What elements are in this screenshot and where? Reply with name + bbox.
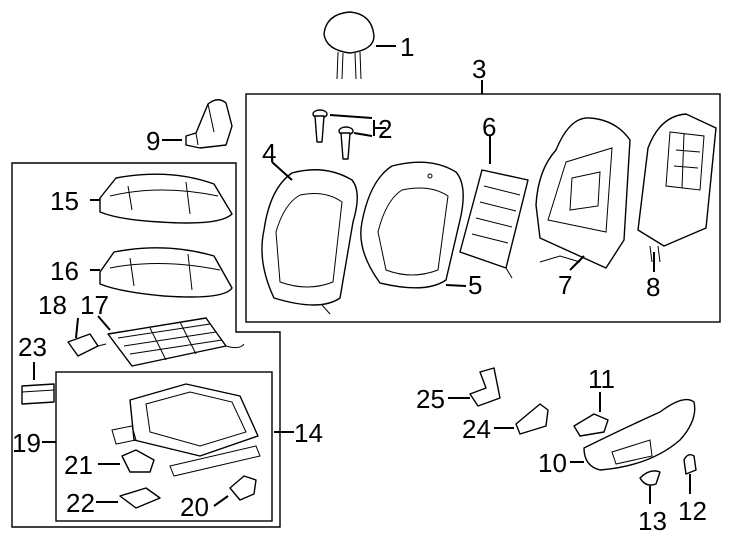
cushion-group-box: [11, 162, 281, 528]
bracket-part-25: [469, 367, 501, 407]
callout-1: 1: [400, 32, 414, 62]
knob-part: [639, 470, 661, 486]
knob-part-12: [683, 453, 697, 475]
callout-12: 12: [678, 496, 707, 526]
callout-10: 10: [538, 448, 567, 478]
callout-23: 23: [18, 332, 47, 362]
callout-24: 24: [462, 414, 491, 444]
callout-14: 14: [294, 418, 323, 448]
seatback-frame-part: [535, 117, 631, 269]
control-unit-part: [119, 487, 161, 509]
callout-6: 6: [482, 112, 496, 142]
cushion-panel-part: [107, 317, 245, 367]
switch-part: [573, 413, 609, 437]
back-panel-part: [637, 113, 717, 263]
callout-11: 11: [588, 364, 615, 394]
callout-4: 4: [262, 138, 276, 168]
sensor-part: [67, 333, 107, 357]
callout-25: 25: [416, 384, 445, 414]
callout-7: 7: [558, 270, 572, 300]
seatback-pad-part: [360, 161, 464, 289]
motor-part-21: [121, 449, 155, 473]
seatback-cover-part: [261, 169, 358, 315]
track-group-box: [55, 371, 273, 522]
bracket-part-24: [515, 403, 549, 435]
callout-19: 19: [12, 428, 41, 458]
callout-3: 3: [472, 54, 486, 84]
callout-13: 13: [638, 506, 667, 536]
callout-21: 21: [64, 450, 93, 480]
callout-8: 8: [646, 272, 660, 302]
motor-part-20: [229, 475, 257, 501]
callout-5: 5: [468, 270, 482, 300]
back-cover-part: [185, 99, 233, 149]
seat-track-part: [111, 383, 261, 477]
cushion-cover-part: [99, 173, 233, 224]
side-shield-part: [583, 398, 696, 471]
callout-16: 16: [50, 256, 79, 286]
callout-15: 15: [50, 186, 79, 216]
callout-2: 2: [378, 114, 392, 144]
leader-lines: [33, 45, 691, 507]
headrest-part: [323, 11, 375, 80]
seatback-panel-part: [459, 169, 529, 279]
headrest-guide-part: [312, 109, 354, 160]
callout-18: 18: [38, 290, 67, 320]
cushion-pad-part: [99, 247, 233, 298]
callout-17: 17: [80, 290, 109, 320]
module-part: [21, 383, 55, 405]
callout-9: 9: [146, 126, 160, 156]
callout-22: 22: [66, 488, 95, 518]
callout-20: 20: [180, 492, 209, 522]
